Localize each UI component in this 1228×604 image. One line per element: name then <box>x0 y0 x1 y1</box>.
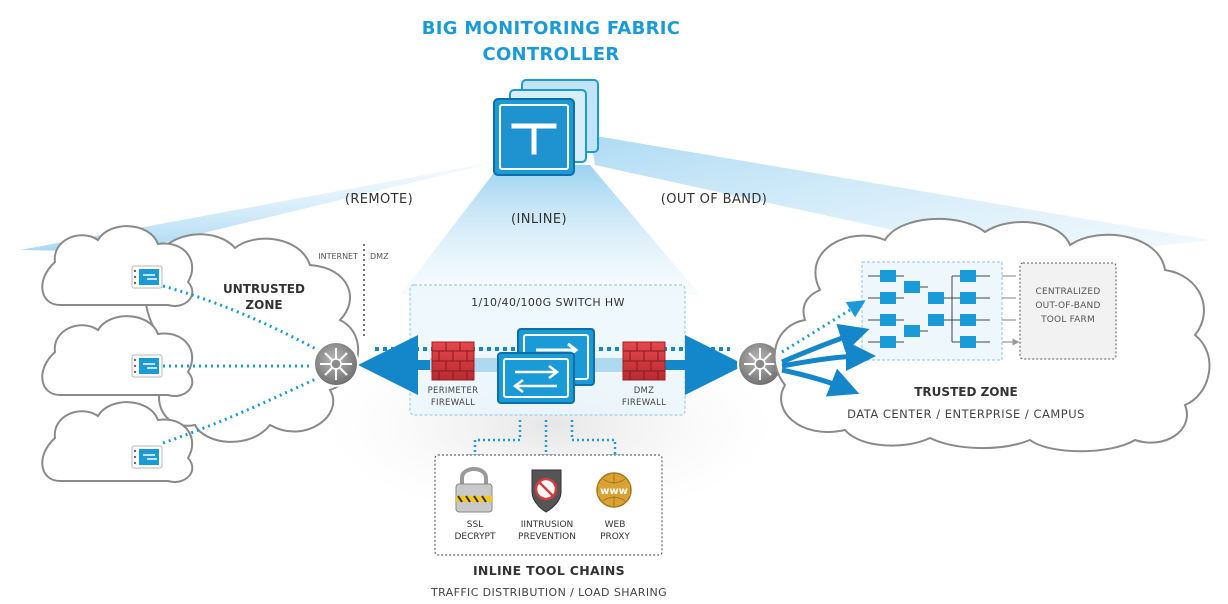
remote-tap-device-1[interactable] <box>131 265 163 289</box>
tool-ssl-line1: SSL <box>467 520 483 530</box>
perimeter-firewall-line1: PERIMETER <box>428 386 479 396</box>
dmz-boundary-label: DMZ <box>370 252 389 261</box>
tool-farm-line2: OUT-OF-BAND <box>1035 301 1100 311</box>
tool-ips-line2: PREVENTION <box>518 532 576 542</box>
inline-beam <box>400 165 700 295</box>
inline-tool-chains-subtitle: TRAFFIC DISTRIBUTION / LOAD SHARING <box>430 586 667 599</box>
dmz-firewall-line1: DMZ <box>634 386 655 396</box>
remote-label: (REMOTE) <box>345 192 413 207</box>
dmz-firewall-icon[interactable] <box>622 341 666 381</box>
tool-link-proxy <box>570 420 623 470</box>
untrusted-zone-line2: ZONE <box>245 298 282 312</box>
svg-text:www: www <box>600 486 628 497</box>
tool-farm-box <box>1019 262 1117 360</box>
switch-hw-title: 1/10/40/100G SWITCH HW <box>471 296 625 309</box>
internet-label: INTERNET <box>318 252 358 261</box>
fanout-arrow-1 <box>781 323 870 365</box>
fabric-switches-icon <box>868 270 990 348</box>
tool-ssl-line2: DECRYPT <box>454 532 496 542</box>
dmz-firewall-line2: FIREWALL <box>622 398 666 408</box>
tool-proxy-line2: PROXY <box>600 532 630 542</box>
fanout-arrow-3 <box>781 367 860 397</box>
globe-www-icon[interactable]: www <box>596 472 632 508</box>
perimeter-firewall-line2: FIREWALL <box>431 398 475 408</box>
switch-icon-front[interactable] <box>497 352 575 404</box>
tool-link-ssl <box>467 420 522 470</box>
inline-tool-chains-title: INLINE TOOL CHAINS <box>473 563 625 578</box>
trusted-zone-subtitle: DATA CENTER / ENTERPRISE / CAMPUS <box>847 407 1085 421</box>
controller-title-line1: BIG MONITORING FABRIC <box>422 18 681 39</box>
fanout-arrow-2 <box>781 341 876 372</box>
tool-farm-line3: TOOL FARM <box>1040 315 1095 325</box>
shield-icon[interactable] <box>531 469 562 513</box>
inline-label: (INLINE) <box>511 212 567 227</box>
lock-icon[interactable] <box>455 467 493 513</box>
trusted-zone-title: TRUSTED ZONE <box>914 385 1017 399</box>
untrusted-zone-line1: UNTRUSTED <box>223 282 305 296</box>
fabric-to-farm-arrows <box>1002 275 1016 342</box>
remote-tap-device-2[interactable] <box>131 354 163 378</box>
remote-tap-device-3[interactable] <box>131 445 163 469</box>
perimeter-firewall-icon[interactable] <box>431 341 475 381</box>
controller-title-line2: CONTROLLER <box>482 44 619 65</box>
tool-farm-line1: CENTRALIZED <box>1036 287 1101 297</box>
tool-proxy-line1: WEB <box>605 520 626 530</box>
out-of-band-label: (OUT OF BAND) <box>661 192 768 207</box>
untrusted-hub-icon[interactable] <box>313 341 359 387</box>
controller-icon[interactable] <box>493 79 599 176</box>
tool-ips-line1: IINTRUSION <box>521 520 574 530</box>
